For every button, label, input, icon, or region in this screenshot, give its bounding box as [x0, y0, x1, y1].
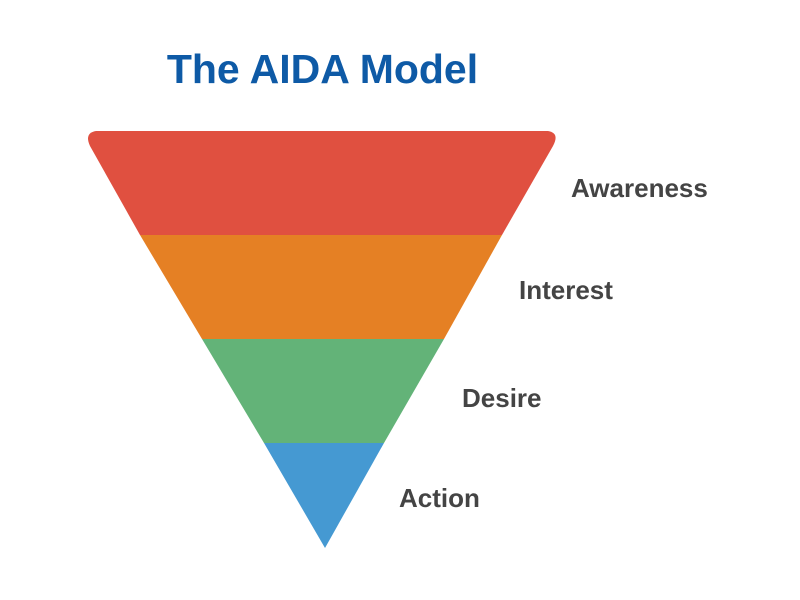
- funnel-stage-action: [264, 443, 384, 548]
- label-desire: Desire: [462, 383, 542, 413]
- label-awareness: Awareness: [571, 173, 708, 203]
- funnel-stage-interest: [140, 235, 502, 339]
- funnel-stage-awareness: [88, 131, 556, 235]
- diagram-title: The AIDA Model: [166, 46, 479, 92]
- funnel-stage-desire: [202, 339, 444, 443]
- label-interest: Interest: [519, 275, 613, 305]
- label-action: Action: [399, 483, 480, 513]
